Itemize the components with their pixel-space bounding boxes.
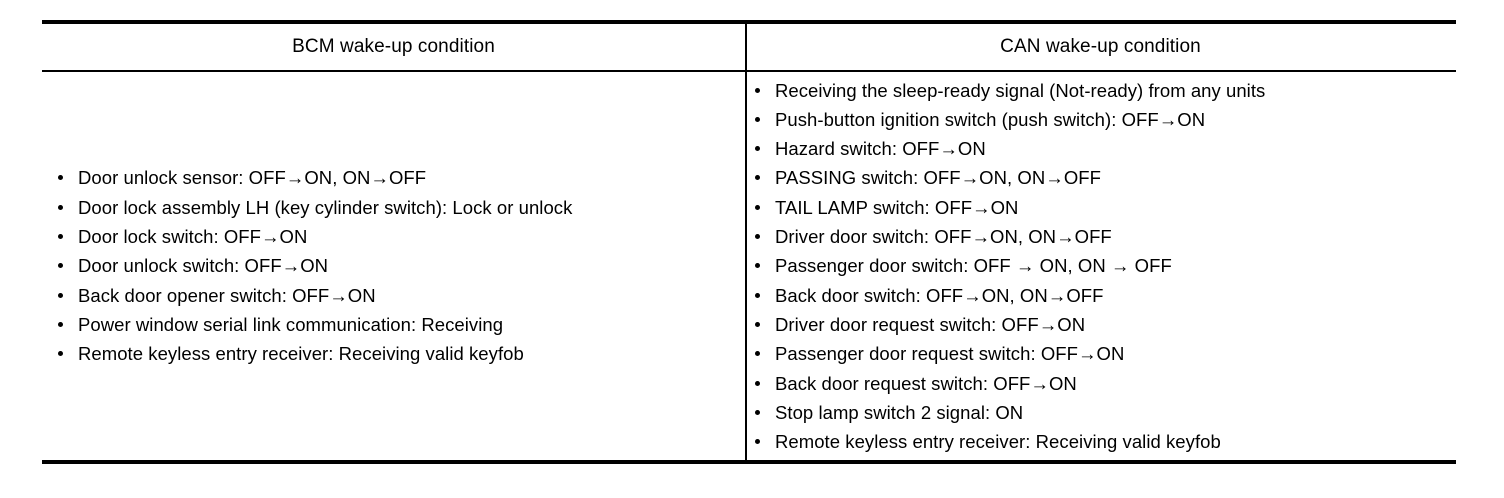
list-item: Door lock assembly LH (key cylinder swit…	[42, 193, 745, 222]
list-item: Passenger door request switch: OFF→ON	[745, 339, 1456, 368]
can-conditions-cell: Receiving the sleep-ready signal (Not-re…	[745, 72, 1456, 460]
bullet-icon	[58, 234, 63, 240]
list-item: Door lock switch: OFF→ON	[42, 222, 745, 251]
bullet-icon	[755, 292, 760, 298]
bullet-icon	[58, 175, 63, 181]
condition-text: Remote keyless entry receiver: Receiving…	[78, 343, 524, 365]
bullet-icon	[755, 321, 760, 327]
list-item: Hazard switch: OFF→ON	[745, 134, 1456, 163]
bullet-icon	[58, 204, 63, 210]
bcm-condition-list: Door unlock sensor: OFF→ON, ON→OFF Door …	[42, 163, 745, 368]
condition-text: Door unlock sensor: OFF→ON, ON→OFF	[78, 167, 427, 189]
bullet-icon	[755, 234, 760, 240]
header-body-separator-rule	[42, 70, 1456, 72]
list-item: Power window serial link communication: …	[42, 310, 745, 339]
list-item: Passenger door switch: OFF → ON, ON → OF…	[745, 251, 1456, 280]
bullet-icon	[58, 263, 63, 269]
condition-text: Remote keyless entry receiver: Receiving…	[775, 431, 1221, 453]
bcm-conditions-cell: Door unlock sensor: OFF→ON, ON→OFF Door …	[42, 72, 745, 460]
column-divider-header	[745, 24, 747, 70]
bullet-icon	[755, 409, 760, 415]
list-item: Driver door request switch: OFF→ON	[745, 310, 1456, 339]
condition-text: Passenger door request switch: OFF→ON	[775, 343, 1125, 365]
list-item: Door unlock sensor: OFF→ON, ON→OFF	[42, 163, 745, 192]
condition-text: Back door switch: OFF→ON, ON→OFF	[775, 284, 1104, 306]
list-item: PASSING switch: OFF→ON, ON→OFF	[745, 163, 1456, 192]
list-item: Remote keyless entry receiver: Receiving…	[42, 339, 745, 368]
list-item: Receiving the sleep-ready signal (Not-re…	[745, 76, 1456, 105]
condition-text: Power window serial link communication: …	[78, 313, 504, 335]
bullet-icon	[755, 146, 760, 152]
condition-text: Door lock switch: OFF→ON	[78, 226, 308, 248]
list-item: Stop lamp switch 2 signal: ON	[745, 398, 1456, 427]
list-item: Back door switch: OFF→ON, ON→OFF	[745, 281, 1456, 310]
bullet-icon	[58, 292, 63, 298]
bullet-icon	[755, 439, 760, 445]
list-item: Push-button ignition switch (push switch…	[745, 105, 1456, 134]
table-bottom-rule	[42, 460, 1456, 464]
condition-text: Driver door switch: OFF→ON, ON→OFF	[775, 226, 1112, 248]
list-item: Back door opener switch: OFF→ON	[42, 281, 745, 310]
bullet-icon	[755, 380, 760, 386]
condition-text: Stop lamp switch 2 signal: ON	[775, 401, 1024, 423]
table-header-row: BCM wake-up condition CAN wake-up condit…	[42, 24, 1456, 70]
condition-text: Back door request switch: OFF→ON	[775, 372, 1077, 394]
table-top-rule	[42, 20, 1456, 24]
list-item: Back door request switch: OFF→ON	[745, 369, 1456, 398]
table-body-row: Door unlock sensor: OFF→ON, ON→OFF Door …	[42, 72, 1456, 460]
column-header-can: CAN wake-up condition	[1000, 36, 1201, 57]
list-item: Driver door switch: OFF→ON, ON→OFF	[745, 222, 1456, 251]
bullet-icon	[755, 116, 760, 122]
bullet-icon	[58, 351, 63, 357]
bullet-icon	[755, 175, 760, 181]
condition-text: Receiving the sleep-ready signal (Not-re…	[775, 79, 1266, 101]
condition-text: Passenger door switch: OFF → ON, ON → OF…	[775, 255, 1172, 277]
condition-text: Back door opener switch: OFF→ON	[78, 284, 376, 306]
condition-text: Door lock assembly LH (key cylinder swit…	[78, 196, 573, 218]
list-item: TAIL LAMP switch: OFF→ON	[745, 193, 1456, 222]
bullet-icon	[755, 263, 760, 269]
column-header-bcm: BCM wake-up condition	[292, 36, 495, 57]
condition-text: PASSING switch: OFF→ON, ON→OFF	[775, 167, 1101, 189]
condition-text: Door unlock switch: OFF→ON	[78, 255, 329, 277]
bullet-icon	[755, 351, 760, 357]
condition-text: Hazard switch: OFF→ON	[775, 138, 986, 160]
can-condition-list: Receiving the sleep-ready signal (Not-re…	[745, 76, 1456, 457]
bullet-icon	[58, 321, 63, 327]
condition-text: Push-button ignition switch (push switch…	[775, 108, 1206, 130]
bullet-icon	[755, 204, 760, 210]
condition-text: Driver door request switch: OFF→ON	[775, 313, 1086, 335]
list-item: Door unlock switch: OFF→ON	[42, 251, 745, 280]
condition-text: TAIL LAMP switch: OFF→ON	[775, 196, 1019, 218]
column-divider-body	[745, 72, 747, 460]
list-item: Remote keyless entry receiver: Receiving…	[745, 427, 1456, 456]
wake-up-condition-table: BCM wake-up condition CAN wake-up condit…	[42, 20, 1456, 464]
bullet-icon	[755, 87, 760, 93]
